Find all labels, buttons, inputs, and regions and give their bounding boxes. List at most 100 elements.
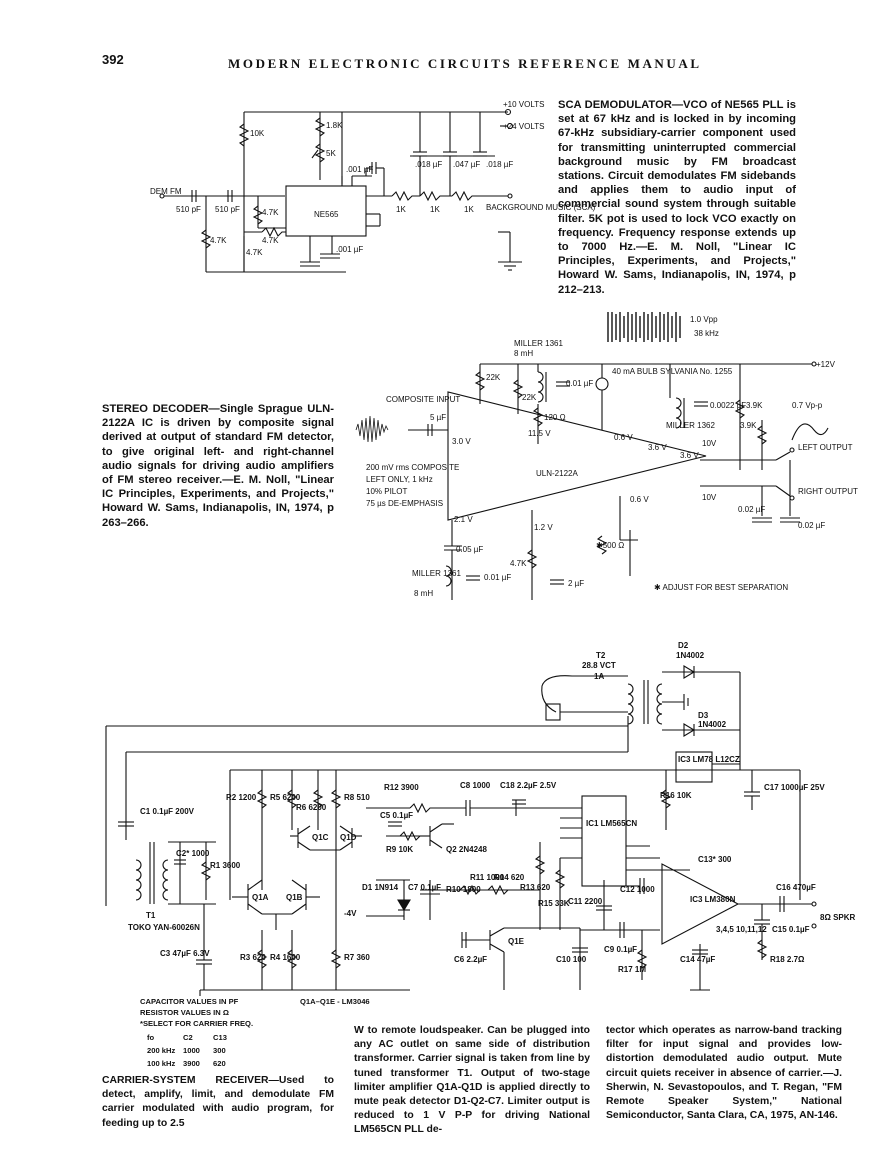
carrier-label-c8: C8 1000	[460, 781, 491, 790]
carrier-caption-col1: CARRIER-SYSTEM RECEIVER—Used to detect, …	[102, 1075, 334, 1129]
stereo-label-vpp: 1.0 Vpp	[690, 315, 718, 324]
note-res-units: RESISTOR VALUES IN Ω	[140, 1008, 229, 1017]
carrier-label-neg4v: -4V	[344, 909, 357, 918]
stereo-label-mh3: 8 mH	[414, 589, 433, 598]
carrier-label-c16: C16 470µF	[776, 883, 816, 892]
table-head-c2: C2	[183, 1033, 193, 1042]
sca-label-c510a: 510 pF	[176, 205, 201, 214]
table-cell: 100 kHz	[147, 1059, 176, 1068]
stereo-label-12v: +12V	[816, 360, 836, 369]
sca-label-r10k: 10K	[250, 129, 265, 138]
sca-label-24v: +24 VOLTS	[503, 122, 544, 131]
table-cell: 200 kHz	[147, 1046, 176, 1055]
stereo-label-c001: 0.01 µF	[566, 379, 593, 388]
sca-label-r18k: 1.8K	[326, 121, 343, 130]
carrier-freq-table: fo C2 C13 200 kHz 1000 300 100 kHz 3900 …	[146, 1031, 228, 1070]
carrier-label-c17: C17 1000µF 25V	[764, 783, 825, 792]
carrier-label-c12: C12 1000	[620, 885, 655, 894]
stereo-label-r22ka: 22K	[486, 373, 501, 382]
table-cell: 3900	[183, 1059, 200, 1068]
stereo-label-miller2: MILLER 1362	[666, 421, 715, 430]
sca-caption-body: at 67 kHz and is locked in by incoming 6…	[558, 113, 796, 296]
note-select: *SELECT FOR CARRIER FREQ.	[140, 1019, 254, 1028]
stereo-label-bulb: 40 mA BULB SYLVANIA No. 1255	[612, 367, 733, 376]
carrier-label-ic3reg: IC3 LM78 L12CZ	[678, 755, 740, 764]
sca-label-r47kd: 4.7K	[246, 248, 263, 257]
carrier-label-r6: R6 6200	[296, 803, 327, 812]
sca-label-demfm: DEM FM	[150, 187, 182, 196]
stereo-label-mh1: 8 mH	[514, 349, 533, 358]
carrier-label-d1: D1 1N914	[362, 883, 399, 892]
stereo-label-c2uf: 2 µF	[568, 579, 584, 588]
stereo-label-miller3: MILLER 1361	[412, 569, 461, 578]
carrier-label-r7: R7 360	[344, 953, 370, 962]
carrier-q-note: Q1A–Q1E - LM3046	[300, 997, 370, 1006]
sca-label-c001a: .001 µF	[346, 165, 373, 174]
stereo-label-r39ka: 3.9K	[746, 401, 763, 410]
stereo-label-c002b: 0.02 µF	[798, 521, 825, 530]
carrier-label-d3n: 1N4002	[698, 720, 727, 729]
carrier-label-t2: T2	[596, 651, 606, 660]
carrier-label-q1b: Q1B	[286, 893, 303, 902]
carrier-label-r18: R18 2.7Ω	[770, 955, 805, 964]
carrier-label-c1: C1 0.1µF 200V	[140, 807, 195, 816]
carrier-label-t1: T1	[146, 911, 156, 920]
carrier-label-c7: C7 0.1µF	[408, 883, 441, 892]
carrier-label-r1: R1 3600	[210, 861, 241, 870]
sca-label-10v: +10 VOLTS	[503, 100, 544, 109]
stereo-label-21v: 2.1 V	[454, 515, 473, 524]
stereo-label-12vb: 1.2 V	[534, 523, 553, 532]
sca-label-r47kb: 4.7K	[210, 236, 227, 245]
stereo-label-c5uf: 5 µF	[430, 413, 446, 422]
carrier-label-r12: R12 3900	[384, 783, 419, 792]
stereo-label-06vb: 0.6 V	[630, 495, 649, 504]
carrier-label-r15: R15 33K	[538, 899, 570, 908]
carrier-label-r13: R13 620	[520, 883, 551, 892]
sca-label-r5k: 5K	[326, 149, 336, 158]
sca-label-r47ka: 4.7K	[262, 208, 279, 217]
carrier-label-c3: C3 47µF 6.3V	[160, 949, 210, 958]
stereo-label-3v: 3.0 V	[452, 437, 471, 446]
carrier-label-c18: C18 2.2µF 2.5V	[500, 781, 557, 790]
stereo-label-r500: ✱500 Ω	[596, 541, 624, 550]
stereo-label-r120: 120 Ω	[544, 413, 566, 422]
carrier-caption-col3: tector which operates as narrow-band tra…	[606, 1025, 842, 1122]
sca-caption: SCA DEMODULATOR—VCO of NE565 PLL is set …	[558, 98, 796, 297]
table-cell: 620	[213, 1059, 226, 1068]
carrier-label-q2: Q2 2N4248	[446, 845, 487, 854]
sca-label-c510b: 510 pF	[215, 205, 240, 214]
carrier-label-ic3amp: IC3 LM380N	[690, 895, 736, 904]
stereo-spec-4: 75 µs DE-EMPHASIS	[366, 499, 443, 508]
carrier-label-q1c: Q1C	[312, 833, 329, 842]
stereo-label-36vb: 3.6 V	[680, 451, 699, 460]
carrier-notes: CAPACITOR VALUES IN PF RESISTOR VALUES I…	[140, 996, 300, 1070]
carrier-label-r17: R17 1M	[618, 965, 646, 974]
carrier-label-r9: R9 10K	[386, 845, 413, 854]
carrier-label-d2: D2	[678, 641, 689, 650]
carrier-label-t2v: 28.8 VCT	[582, 661, 616, 670]
stereo-ic-label: ULN-2122A	[536, 469, 578, 478]
carrier-label-q1e: Q1E	[508, 937, 525, 946]
sca-caption-title: SCA DEMODULATOR—VCO of NE565 PLL is set	[558, 99, 796, 126]
carrier-label-r2: R2 1200	[226, 793, 257, 802]
stereo-label-c005: 0.05 µF	[456, 545, 483, 554]
carrier-caption-col2: W to remote loudspeaker. Can be plugged …	[354, 1025, 590, 1136]
carrier-label-c10: C10 100	[556, 955, 587, 964]
carrier-label-r3: R3 620	[240, 953, 266, 962]
sca-label-c047: .047 µF	[453, 160, 480, 169]
stereo-label-composite: COMPOSITE INPUT	[386, 395, 460, 404]
sca-label-c018b: .018 µF	[486, 160, 513, 169]
stereo-label-right: RIGHT OUTPUT	[798, 487, 858, 496]
carrier-label-c11: C11 2200	[568, 897, 603, 906]
carrier-label-c6: C6 2.2µF	[454, 955, 487, 964]
carrier-label-c9: C9 0.1µF	[604, 945, 637, 954]
carrier-label-r4: R4 1600	[270, 953, 301, 962]
stereo-caption-body: at output of standard FM detector, to gi…	[102, 431, 334, 529]
sca-label-r1kb: 1K	[430, 205, 440, 214]
stereo-caption: STEREO DECODER—Single Sprague ULN-2122A …	[102, 402, 334, 530]
sca-label-c018a: .018 µF	[415, 160, 442, 169]
stereo-label-07vpp: 0.7 Vp-p	[792, 401, 823, 410]
stereo-label-10va: 10V	[702, 439, 717, 448]
carrier-label-d3: D3	[698, 711, 709, 720]
sca-label-r47kc: 4.7K	[262, 236, 279, 245]
